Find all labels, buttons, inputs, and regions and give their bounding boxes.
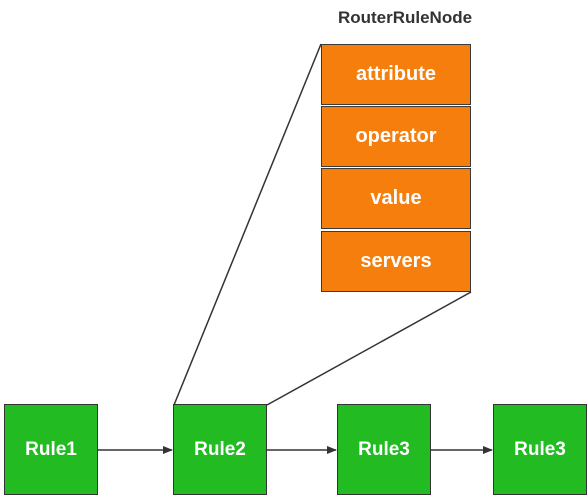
field-attribute: attribute xyxy=(321,44,471,105)
field-operator: operator xyxy=(321,106,471,167)
zoom-line-left xyxy=(173,43,322,406)
field-servers: servers xyxy=(321,231,471,292)
rule-node-1: Rule1 xyxy=(4,404,98,495)
rule-node-4: Rule3 xyxy=(493,404,587,495)
field-value: value xyxy=(321,168,471,229)
node-title: RouterRuleNode xyxy=(337,8,473,27)
zoom-line-right xyxy=(266,291,472,406)
rule-node-3: Rule3 xyxy=(337,404,431,495)
rule-node-2: Rule2 xyxy=(173,404,267,495)
